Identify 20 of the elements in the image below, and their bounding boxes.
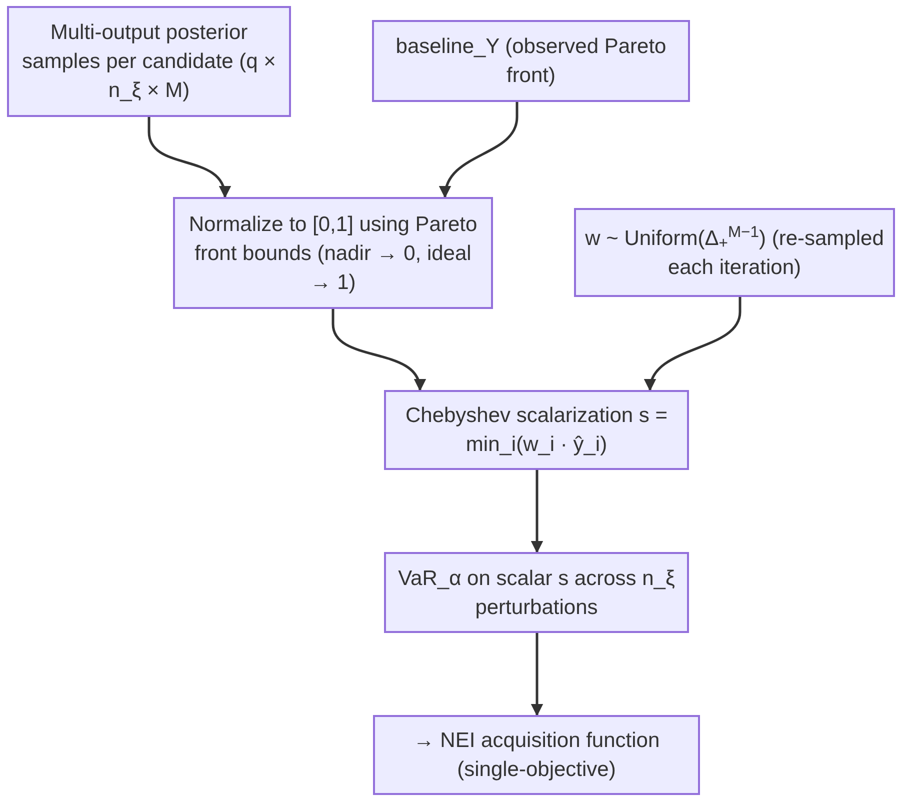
process-box <box>7 6 291 117</box>
process-box <box>574 208 895 297</box>
box-text: Chebyshev scalarization s = min_i(w_i · ŷ_i) <box>404 403 669 458</box>
box-text: Normalize to [0,1] using Pareto front bounds (nadir → 0, ideal → 1) <box>188 212 478 296</box>
arrow <box>440 102 518 198</box>
arrow <box>332 309 424 392</box>
process-box <box>173 197 493 309</box>
process-box <box>384 552 689 633</box>
box-text: Multi-output posterior samples per candidate (q × n_ξ × M) <box>21 20 277 104</box>
arrow <box>530 470 544 554</box>
box-text: baseline_Y (observed Pareto front) <box>394 34 668 89</box>
box-text: VaR_α on scalar s across n_ξ perturbations <box>397 566 676 620</box>
arrow <box>530 633 544 716</box>
box-text: w ~ Uniform(Δ$_{+}$$^{M−1}$) (re-sampled each iteration) <box>584 224 885 280</box>
process-box <box>384 390 689 470</box>
process-box <box>373 715 700 795</box>
arrow <box>148 117 230 198</box>
box-text: → NEI acquisition function (single-objective) <box>412 728 661 783</box>
process-box <box>372 20 690 102</box>
arrow <box>646 297 742 392</box>
